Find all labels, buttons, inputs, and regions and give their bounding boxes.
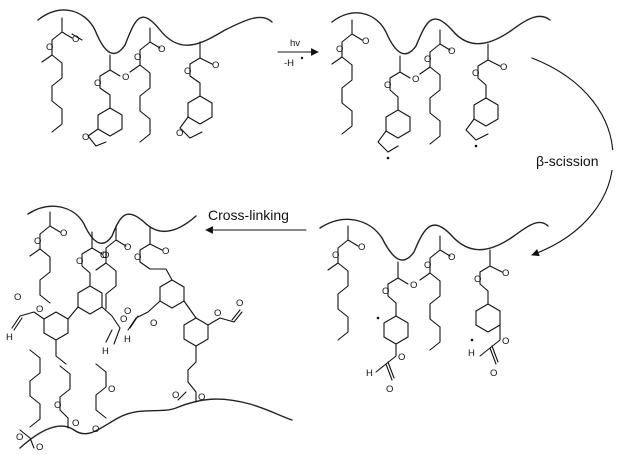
formate-phenyl-radical-1: O O O H O xyxy=(366,261,417,395)
panel-starting-polymer: O O O O O O O O O O xyxy=(37,9,273,147)
atom-oxygen: O xyxy=(502,268,509,279)
formate-phenyl-radical-2: O O O H O xyxy=(468,249,509,379)
atom-oxygen: O xyxy=(134,252,141,263)
atom-oxygen: O xyxy=(172,390,179,401)
panel-cross-linked-network: O O O O O O O O O H O H O xyxy=(6,205,293,453)
radical-dot xyxy=(300,56,304,60)
alkyl-ester-chain-1: O O xyxy=(331,19,369,135)
radical-dot xyxy=(470,338,474,342)
atom-oxygen: O xyxy=(198,392,205,403)
atom-oxygen: O xyxy=(500,62,507,73)
atom-oxygen: O xyxy=(362,36,369,47)
label-beta-scission: β-scission xyxy=(536,153,599,169)
atom-hydrogen: H xyxy=(102,346,109,357)
arrow-photolysis: hv -H xyxy=(277,38,319,69)
atom-oxygen: O xyxy=(122,72,129,83)
polymer-backbone-top xyxy=(27,205,197,244)
atom-oxygen: O xyxy=(386,384,393,395)
atom-oxygen: O xyxy=(46,42,53,53)
label-cross-linking: Cross-linking xyxy=(208,207,289,223)
atom-oxygen: O xyxy=(236,298,243,309)
atom-oxygen: O xyxy=(124,306,131,317)
atom-oxygen: O xyxy=(332,250,339,261)
atom-oxygen: O xyxy=(36,304,43,315)
panel-radical-intermediate: O O O O O O O O xyxy=(331,12,551,160)
atom-oxygen: O xyxy=(108,384,115,395)
atom-oxygen: O xyxy=(60,228,67,239)
atom-oxygen: O xyxy=(358,242,365,253)
atom-oxygen: O xyxy=(448,252,455,263)
alkyl-ester-chains-lower: O O O O O O O O xyxy=(16,349,205,453)
alkyl-ester-chain-2: O O xyxy=(419,235,455,351)
atom-oxygen: O xyxy=(162,246,169,257)
aromatic-ester-links-upper: O O O O xyxy=(76,227,173,287)
alkyl-ester-chain-1: O O xyxy=(327,225,365,341)
atom-oxygen: O xyxy=(134,52,141,63)
atom-oxygen: O xyxy=(82,132,89,143)
atom-oxygen: O xyxy=(398,352,405,363)
atom-oxygen: O xyxy=(474,274,481,285)
atom-oxygen: O xyxy=(176,128,183,139)
atom-oxygen: O xyxy=(490,368,497,379)
alkyl-ester-chain-2: O O xyxy=(129,27,165,143)
atom-oxygen: O xyxy=(184,66,191,77)
biaryl-crosslink-1: O H O H O xyxy=(6,285,127,365)
atom-oxygen: O xyxy=(214,308,221,319)
atom-oxygen: O xyxy=(72,418,79,429)
label-minus-h: -H xyxy=(284,58,294,69)
arrow-cross-linking: Cross-linking xyxy=(205,207,307,234)
atom-oxygen: O xyxy=(16,432,23,443)
benzodioxole-radical-chain-2: O O xyxy=(465,43,507,148)
atom-hydrogen: H xyxy=(6,332,13,343)
atom-oxygen: O xyxy=(36,442,43,453)
atom-oxygen: O xyxy=(14,292,21,303)
polymer-backbone xyxy=(319,218,549,261)
atom-oxygen: O xyxy=(92,424,99,435)
arrow-beta-scission: β-scission xyxy=(531,57,616,257)
radical-dot xyxy=(386,156,390,160)
atom-oxygen: O xyxy=(94,78,101,89)
polymer-backbone xyxy=(37,9,273,55)
alkyl-ester-chain-1: O O xyxy=(41,17,83,133)
biaryl-crosslink-2: O H O O O xyxy=(124,279,243,383)
atom-oxygen: O xyxy=(158,44,165,55)
atom-oxygen: O xyxy=(212,60,219,71)
atom-oxygen: O xyxy=(54,400,61,411)
benzodioxole-radical-chain-1: O O xyxy=(377,55,419,160)
atom-oxygen: O xyxy=(34,236,41,247)
atom-oxygen: O xyxy=(424,54,431,65)
panel-formate-radicals: O O O O O H O O O O O O H xyxy=(319,218,549,395)
atom-hydrogen: H xyxy=(468,348,475,359)
atom-oxygen: O xyxy=(382,286,389,297)
atom-oxygen: O xyxy=(124,242,131,253)
atom-oxygen: O xyxy=(502,336,509,347)
radical-dot xyxy=(474,144,478,148)
atom-oxygen: O xyxy=(336,44,343,55)
atom-hydrogen: H xyxy=(124,334,131,345)
benzodioxole-ester-chain-1: O O O xyxy=(82,54,129,147)
radical-dot xyxy=(376,316,380,320)
alkyl-ester-chains-upper: O O O O xyxy=(29,211,131,310)
atom-hydrogen: H xyxy=(366,368,373,379)
benzodioxole-ester-chain-2: O O O xyxy=(176,41,219,139)
atom-oxygen: O xyxy=(472,68,479,79)
atom-oxygen: O xyxy=(410,280,417,291)
atom-oxygen: O xyxy=(76,256,83,267)
atom-oxygen: O xyxy=(424,260,431,271)
atom-oxygen: O xyxy=(448,46,455,57)
atom-oxygen: O xyxy=(120,314,127,325)
polymer-backbone-bottom xyxy=(19,398,293,449)
atom-oxygen: O xyxy=(150,318,157,329)
atom-oxygen: O xyxy=(72,34,79,45)
alkyl-ester-chain-2: O O xyxy=(419,29,455,145)
atom-oxygen: O xyxy=(412,74,419,85)
label-hv: hv xyxy=(290,38,300,49)
polymer-backbone xyxy=(331,12,551,55)
atom-oxygen: O xyxy=(384,80,391,91)
atom-oxygen: O xyxy=(100,250,107,261)
atom-oxygen: O xyxy=(102,250,109,261)
